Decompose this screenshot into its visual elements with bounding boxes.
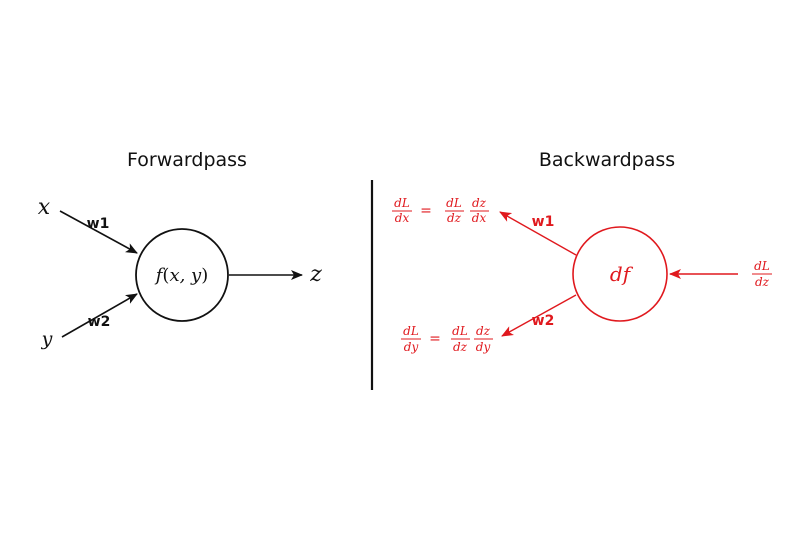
backward-pass-title: Backwardpass xyxy=(539,149,675,171)
svg-text:dx: dx xyxy=(395,211,410,225)
backward-node-label: df xyxy=(610,262,634,286)
svg-text:dy: dy xyxy=(404,340,419,354)
svg-text:dL: dL xyxy=(403,324,419,338)
backward-weight-1-label: w1 xyxy=(532,214,555,230)
svg-text:dL: dL xyxy=(446,196,462,210)
svg-text:dz: dz xyxy=(472,196,487,210)
edge-y-to-node xyxy=(61,293,138,338)
svg-text:dz: dz xyxy=(755,275,770,289)
svg-text:dz: dz xyxy=(453,340,468,354)
forward-weight-1-label: w1 xyxy=(87,216,110,232)
backward-pass-panel: Backwardpass dL dx = dL dz dz dx dL dy =… xyxy=(392,149,772,354)
svg-text:=: = xyxy=(429,331,441,347)
gradient-y-equation: dL dy = dL dz dz dy xyxy=(401,324,493,354)
forward-pass-title: Forwardpass xyxy=(127,149,247,171)
gradient-x-equation: dL dx = dL dz dz dx xyxy=(392,196,489,225)
backward-edge-to-y xyxy=(501,294,577,337)
output-z-label: z xyxy=(309,262,322,287)
input-x-label: x xyxy=(38,195,51,220)
input-y-label: y xyxy=(41,328,53,350)
forward-weight-2-label: w2 xyxy=(88,314,111,330)
svg-text:dz: dz xyxy=(447,211,462,225)
svg-text:=: = xyxy=(420,203,432,219)
svg-text:dy: dy xyxy=(476,340,491,354)
forward-node-circle xyxy=(135,228,229,322)
forward-pass-panel: Forwardpass x y w1 w2 f(x, y) z xyxy=(38,149,322,350)
svg-text:dL: dL xyxy=(394,196,410,210)
backward-edge-to-x xyxy=(499,211,577,256)
backward-node-circle xyxy=(572,226,668,322)
svg-text:dz: dz xyxy=(476,324,491,338)
svg-text:dL: dL xyxy=(754,259,770,273)
upstream-gradient-label: dL dz xyxy=(752,259,772,289)
forward-node-label: f(x, y) xyxy=(154,265,209,286)
svg-text:dx: dx xyxy=(472,211,487,225)
svg-text:dL: dL xyxy=(452,324,468,338)
edge-x-to-node xyxy=(59,210,138,254)
backward-weight-2-label: w2 xyxy=(532,313,555,329)
